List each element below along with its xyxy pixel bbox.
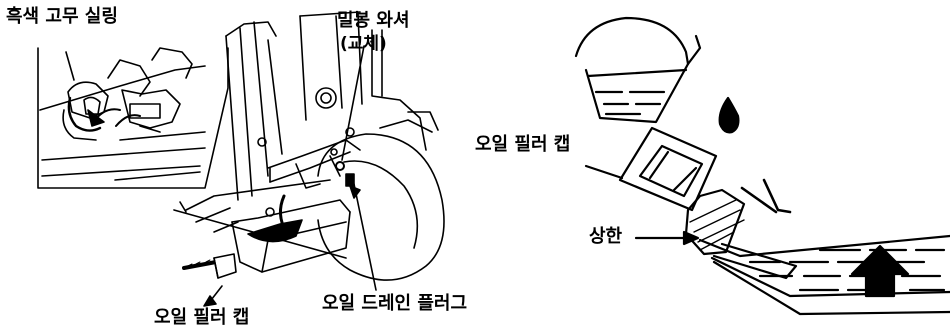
upper-limit-arrowhead [682, 230, 700, 246]
oil-filler-cap-part [182, 253, 237, 307]
oil-tank [698, 234, 950, 316]
sealing-washer-note-label: (교체) [340, 34, 387, 54]
rubber-seal-ring [67, 96, 102, 132]
sealing-washer-icon [335, 161, 345, 171]
upper-limit-label: 상한 [589, 226, 623, 247]
wheel [317, 119, 445, 281]
drain-plug-arrowhead [349, 185, 361, 199]
seal-arrowhead-left [87, 109, 105, 127]
oil-jug [574, 16, 702, 124]
right-cap-leader-line [584, 164, 624, 180]
oil-filler-cap-label-left: 오일 필러 캡 [154, 307, 250, 328]
seal-leader-line [65, 51, 75, 81]
seal-rotation-arrow-2 [115, 114, 141, 127]
black-rubber-sealing-label: 흑색 고무 실링 [6, 6, 118, 27]
drain-linkage [267, 139, 361, 189]
oil-drop-icon [718, 96, 740, 134]
oil-drain-plug-label: 오일 드레인 플러그 [322, 293, 468, 314]
oil-filler-cap-label-right: 오일 필러 캡 [475, 134, 571, 155]
sealing-washer-label: 밀봉 와셔 [337, 10, 410, 31]
rubber-seal-inset [37, 47, 229, 189]
washer-leader-line [341, 45, 365, 161]
level-up-arrow-icon [850, 244, 910, 298]
filler-cap-with-dipstick [618, 126, 798, 280]
drain-plug-leader-line [353, 183, 377, 291]
